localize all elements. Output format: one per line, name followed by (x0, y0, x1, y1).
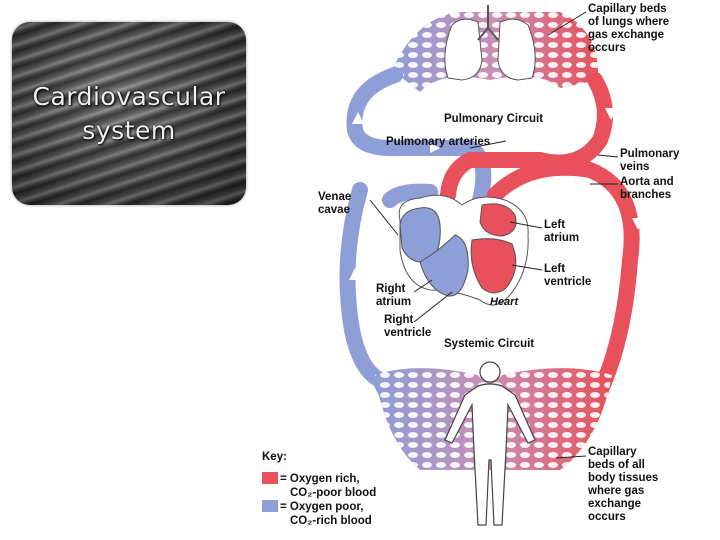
arrow-up-icon (349, 268, 361, 280)
label-left-ventricle: Left ventricle (544, 263, 591, 288)
label-pulmonary-veins: Pulmonary veins (620, 148, 683, 173)
label-capillary-body: Capillary beds of all body tissues where… (587, 446, 662, 523)
arrow-down-icon (605, 108, 617, 120)
label-pulmonary-circuit: Pulmonary Circuit (444, 113, 543, 125)
lung-capillary-bed (392, 11, 599, 92)
left-ventricle (470, 238, 517, 294)
label-right-ventricle: Right ventricle (384, 314, 431, 339)
label-aorta: Aorta and branches (620, 176, 677, 201)
label-right-atrium: Right atrium (376, 283, 411, 308)
sand-texture (12, 22, 246, 205)
leader-lines (369, 11, 619, 459)
label-heart: Heart (490, 296, 519, 308)
heart (398, 194, 529, 306)
label-left-atrium: Left atrium (544, 219, 579, 244)
flow-arrows (349, 108, 644, 280)
left-atrium (479, 203, 517, 237)
slide-title: Cardiovascular system (32, 82, 226, 145)
arrow-right-icon (430, 143, 440, 153)
legend-oxygen-poor: = Oxygen poor, CO₂-rich blood (280, 501, 372, 527)
label-capillary-lungs: Capillary beds of lungs where gas exchan… (588, 3, 672, 54)
label-venae-cavae: Venae cavae (318, 191, 354, 216)
legend-oxygen-rich: = Oxygen rich, CO₂-poor blood (280, 473, 376, 499)
label-pulmonary-arteries: Pulmonary arteries (386, 136, 490, 148)
legend-swatch-oxygen-rich (262, 472, 278, 484)
legend-title: Key: (262, 451, 287, 463)
lungs (444, 5, 536, 81)
label-systemic-circuit: Systemic Circuit (444, 338, 534, 350)
right-ventricle (419, 234, 469, 297)
arrow-down-icon (632, 218, 644, 230)
title-card: Cardiovascular system (12, 22, 246, 205)
legend-swatch-oxygen-poor (262, 500, 278, 512)
human-silhouette (444, 361, 536, 526)
right-atrium (399, 207, 441, 263)
arrow-up-icon (352, 112, 364, 124)
legend: Key: = Oxygen rich, CO₂-poor blood = Oxy… (262, 451, 376, 527)
